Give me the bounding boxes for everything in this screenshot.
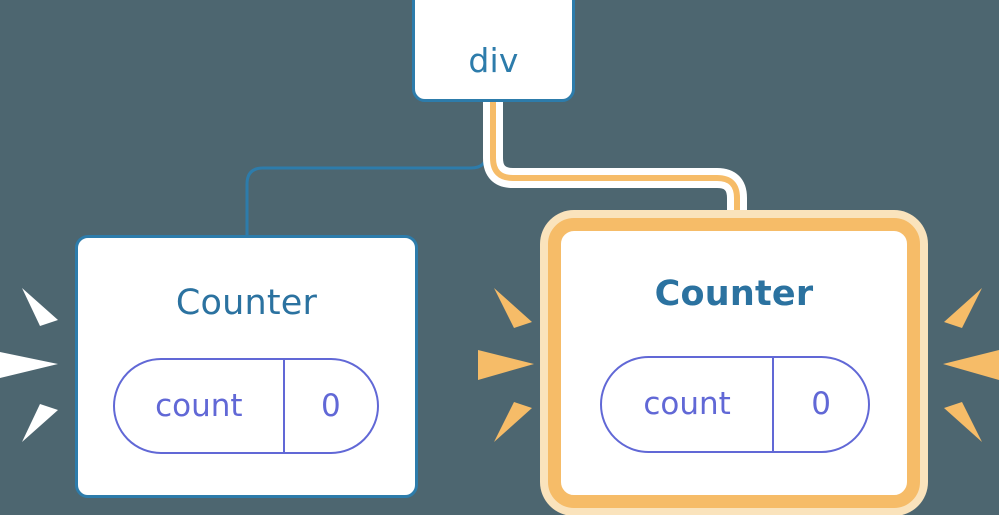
sparkle-ray-icon: [943, 350, 999, 380]
connector-root-to-right-halo: [483, 100, 747, 232]
sparkle-ray-icon: [494, 288, 532, 328]
sparkle-ray-icon: [944, 288, 982, 328]
connector-root-to-right: [490, 100, 740, 232]
sparkle-group-middle: [478, 288, 534, 442]
sparkle-ray-icon: [478, 350, 534, 380]
sparkle-ray-icon: [22, 288, 58, 326]
prop-value-label: 0: [320, 387, 341, 424]
sparkle-group-left: [0, 288, 58, 442]
prop-pill-right[interactable]: count 0: [600, 356, 870, 453]
prop-pill-left[interactable]: count 0: [113, 358, 379, 454]
connector-root-to-left: [245, 100, 489, 237]
prop-key-label: count: [115, 360, 285, 452]
node-counter-left-label: Counter: [175, 283, 318, 323]
sparkle-ray-icon: [0, 352, 58, 378]
sparkle-ray-icon: [944, 402, 982, 442]
sparkle-ray-icon: [494, 402, 532, 442]
sparkle-ray-icon: [22, 404, 58, 442]
prop-value-label: 0: [811, 386, 831, 422]
prop-key-label: count: [602, 358, 775, 451]
node-div-label: div: [468, 41, 519, 80]
sparkle-group-right: [943, 288, 999, 442]
node-div[interactable]: div: [412, 0, 575, 102]
node-counter-right-label: Counter: [654, 274, 814, 314]
